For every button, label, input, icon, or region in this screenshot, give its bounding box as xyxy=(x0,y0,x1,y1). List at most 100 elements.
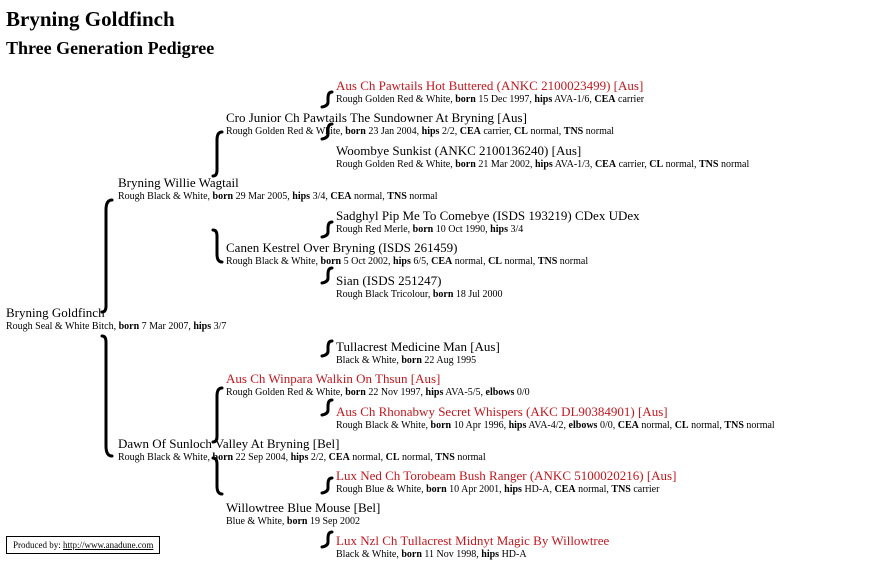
info-field-value: normal xyxy=(406,191,438,202)
dog-info: Rough Golden Red & White, born 15 Dec 19… xyxy=(336,93,644,106)
info-field-value: 22 Aug 1995 xyxy=(421,355,477,366)
sire-dam-sire: Sadghyl Pip Me To Comebye (ISDS 193219) … xyxy=(336,208,640,236)
bracket-g3-6 xyxy=(320,398,334,417)
info-field-label: born xyxy=(426,484,447,495)
info-field-value: 21 Mar 2002, xyxy=(475,159,535,170)
dog-name: Aus Ch Winpara Walkin On Thsun [Aus] xyxy=(226,371,441,386)
info-field-value: 23 Jan 2004, xyxy=(365,126,422,137)
dog-info: Rough Blue & White, born 10 Apr 2001, hi… xyxy=(336,483,676,496)
dog-name: Canen Kestrel Over Bryning (ISDS 261459) xyxy=(226,240,458,255)
dam-sire: Aus Ch Winpara Walkin On Thsun [Aus] Rou… xyxy=(226,371,530,399)
dog-name: Sadghyl Pip Me To Comebye (ISDS 193219) … xyxy=(336,208,640,223)
info-field-value: normal xyxy=(718,159,750,170)
dam-dam-dam: Lux Nzl Ch Tullacrest Midnyt Magic By Wi… xyxy=(336,533,609,561)
bracket-g2-4 xyxy=(211,456,224,496)
info-field-value: Rough Golden Red & White, xyxy=(226,387,346,398)
info-field-value: normal, xyxy=(501,256,538,267)
subject-dog: Bryning Goldfinch Rough Seal & White Bit… xyxy=(6,305,226,333)
info-field-label: born xyxy=(320,256,342,267)
info-field-value: normal, xyxy=(527,126,564,137)
info-field-value: 22 Sep 2004, xyxy=(233,452,291,463)
info-field-label: CL xyxy=(649,159,664,170)
dog-info: Rough Golden Red & White, born 22 Nov 19… xyxy=(226,386,530,399)
dog-name: Tullacrest Medicine Man [Aus] xyxy=(336,339,500,354)
bracket-g2-1 xyxy=(211,130,224,178)
dog-info: Rough Black & White, born 22 Sep 2004, h… xyxy=(118,451,486,464)
dog-name: Bryning Goldfinch xyxy=(6,305,105,320)
dog-info: Rough Seal & White Bitch, born 7 Mar 200… xyxy=(6,320,226,333)
info-field-label: born xyxy=(401,549,422,560)
sire: Bryning Willie Wagtail Rough Black & Whi… xyxy=(118,175,438,203)
info-field-value: normal xyxy=(743,420,775,431)
info-field-label: TNS xyxy=(537,256,558,267)
info-field-label: TNS xyxy=(387,191,407,202)
info-field-value: Blue & White, xyxy=(226,516,287,527)
info-field-value: Rough Black & White, xyxy=(226,256,321,267)
info-field-value: 0/0 xyxy=(514,387,530,398)
bracket-g3-2 xyxy=(320,122,334,141)
sire-sire-sire: Aus Ch Pawtails Hot Buttered (ANKC 21000… xyxy=(336,78,644,106)
bracket-g3-4 xyxy=(320,266,334,285)
info-field-label: hips xyxy=(504,484,522,495)
info-field-label: born xyxy=(430,420,452,431)
info-field-value: normal xyxy=(583,126,615,137)
info-field-value: HD-A xyxy=(499,549,527,560)
info-field-label: hips xyxy=(292,191,311,202)
dog-name: Willowtree Blue Mouse [Bel] xyxy=(226,500,381,515)
info-field-value: 22 Nov 1997, xyxy=(365,387,426,398)
info-field-label: hips xyxy=(425,387,444,398)
info-field-label: hips xyxy=(393,256,411,267)
dog-info: Blue & White, born 19 Sep 2002 xyxy=(226,515,380,528)
info-field-label: CL xyxy=(385,452,400,463)
info-field-value: 2/2, xyxy=(308,452,329,463)
info-field-label: TNS xyxy=(698,159,719,170)
info-field-value: AVA-4/2, xyxy=(526,420,569,431)
info-field-label: born xyxy=(432,289,454,300)
info-field-label: CL xyxy=(514,126,528,137)
info-field-value: 5 Oct 2002, xyxy=(341,256,394,267)
bracket-g1-sire xyxy=(100,198,114,314)
info-field-label: CEA xyxy=(330,191,352,202)
dog-info: Black & White, born 11 Nov 1998, hips HD… xyxy=(336,548,609,561)
info-field-value: 10 Apr 1996, xyxy=(451,420,509,431)
info-field-value: normal xyxy=(454,452,486,463)
sire-dam: Canen Kestrel Over Bryning (ISDS 261459)… xyxy=(226,240,588,268)
info-field-value: Rough Black & White, xyxy=(118,191,213,202)
info-field-value: Rough Black & White, xyxy=(336,420,431,431)
dog-info: Rough Black & White, born 5 Oct 2002, hi… xyxy=(226,255,588,268)
info-field-label: hips xyxy=(490,224,508,235)
info-field-value: AVA-1/3, xyxy=(552,159,595,170)
info-field-value: normal, xyxy=(452,256,489,267)
info-field-label: CEA xyxy=(617,420,639,431)
produced-by-box: Produced by: http://www.anadune.com xyxy=(6,536,161,554)
info-field-label: hips xyxy=(421,126,440,137)
info-field-label: CEA xyxy=(594,94,616,105)
info-field-label: hips xyxy=(534,94,553,105)
produced-by-link[interactable]: http://www.anadune.com xyxy=(63,540,154,550)
info-field-label: CEA xyxy=(431,256,453,267)
info-field-label: born xyxy=(212,191,234,202)
info-field-label: CEA xyxy=(594,159,617,170)
bracket-g3-7 xyxy=(320,476,334,495)
dog-name: Aus Ch Rhonabwy Secret Whispers (AKC DL9… xyxy=(336,404,668,419)
info-field-value: 2/2, xyxy=(439,126,460,137)
info-field-label: TNS xyxy=(611,484,631,495)
info-field-label: born xyxy=(401,355,422,366)
dog-info: Rough Golden Red & White, born 23 Jan 20… xyxy=(226,125,614,138)
bracket-g3-3 xyxy=(320,220,334,239)
dog-name: Sian (ISDS 251247) xyxy=(336,273,442,288)
info-field-value: carrier xyxy=(615,94,645,105)
dog-info: Rough Black Tricolour, born 18 Jul 2000 xyxy=(336,288,503,301)
info-field-value: 29 Mar 2005, xyxy=(233,191,293,202)
info-field-value: Rough Golden Red & White, xyxy=(336,94,456,105)
info-field-label: TNS xyxy=(563,126,584,137)
info-field-label: hips xyxy=(534,159,553,170)
dog-info: Rough Black & White, born 10 Apr 1996, h… xyxy=(336,419,775,432)
info-field-value: 10 Oct 1990, xyxy=(433,224,491,235)
info-field-value: normal, xyxy=(638,420,675,431)
info-field-label: elbows xyxy=(568,420,598,431)
dog-name: Cro Junior Ch Pawtails The Sundowner At … xyxy=(226,110,527,125)
produced-by-label: Produced by: xyxy=(13,540,63,550)
info-field-label: hips xyxy=(481,549,500,560)
info-field-value: 3/4 xyxy=(507,224,524,235)
